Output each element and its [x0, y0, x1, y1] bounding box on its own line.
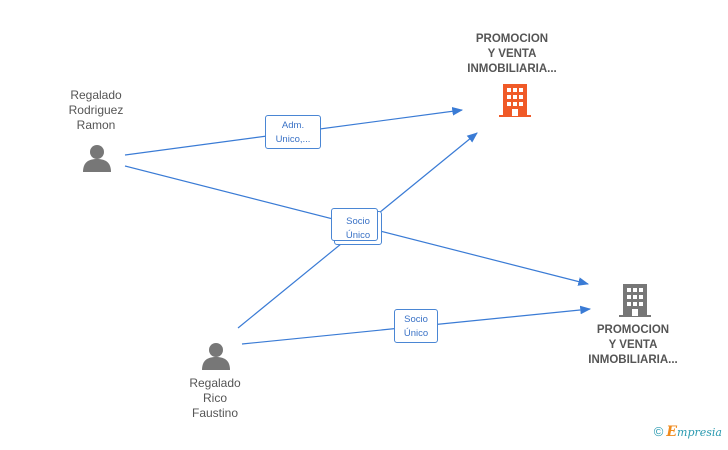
relation-line: Unico,... [275, 134, 311, 145]
person-faustino-label[interactable]: Regalado Rico Faustino [174, 376, 256, 421]
relation-socio-unico-center[interactable]: Socio Único [331, 208, 382, 245]
relation-adm-unico[interactable]: Adm. Unico,... [265, 115, 321, 149]
brand-name: mpresia [677, 426, 722, 439]
person-ramon-label[interactable]: Regalado Rodriguez Ramon [55, 88, 137, 133]
person-icon [202, 343, 230, 370]
relation-socio-unico-bottom[interactable]: Socio Único [394, 309, 438, 343]
label-line: INMOBILIARIA... [467, 63, 557, 75]
label-line: Ramon [76, 118, 116, 132]
person-icon [83, 145, 111, 172]
relation-line: Socio [346, 216, 370, 227]
copyright-icon: © [653, 424, 664, 439]
label-line: PROMOCION [596, 324, 670, 336]
building-icon [499, 84, 531, 117]
label-line: Y VENTA [487, 48, 537, 60]
label-line: INMOBILIARIA... [588, 354, 678, 366]
label-line: Rodriguez [68, 103, 124, 117]
relation-line: Adm. [281, 120, 305, 131]
label-line: Rico [202, 391, 227, 405]
label-line: Faustino [191, 406, 239, 420]
label-line: Regalado [189, 376, 241, 390]
relation-line: Único [403, 328, 429, 339]
relation-line: Socio [404, 314, 428, 325]
brand-logo-initial: E [666, 424, 678, 440]
relation-line: Único [345, 230, 371, 241]
brand-footer: © Empresia [654, 424, 722, 440]
label-line: Y VENTA [608, 339, 658, 351]
company-right-label[interactable]: PROMOCION Y VENTA INMOBILIARIA... [576, 323, 690, 368]
company-top-label[interactable]: PROMOCION Y VENTA INMOBILIARIA... [452, 32, 572, 77]
building-icon [619, 284, 651, 317]
label-line: Regalado [70, 88, 122, 102]
label-line: PROMOCION [475, 33, 549, 45]
